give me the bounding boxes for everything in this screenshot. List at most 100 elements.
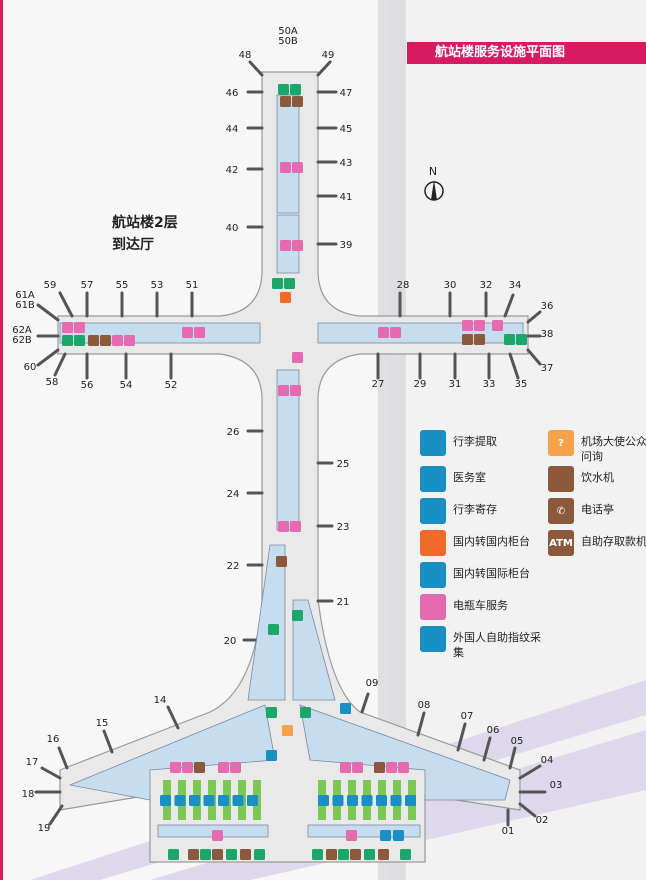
- baggage-claim-icon: [268, 624, 279, 635]
- restroom-icon: [398, 762, 409, 773]
- gate-label: 46: [226, 88, 239, 99]
- telephone-icon: [378, 849, 389, 860]
- legend-item: 国内转国内柜台: [420, 530, 543, 556]
- gate-label: 50A: [278, 26, 298, 37]
- gate-label: 33: [483, 379, 496, 390]
- gate-label: 36: [541, 301, 554, 312]
- jet-bridge: [526, 348, 542, 366]
- restroom-icon: [390, 327, 401, 338]
- gate-label: 45: [340, 124, 353, 135]
- legend-item: 国内转国际柜台: [420, 562, 543, 588]
- medical-room-icon: [420, 466, 446, 492]
- compass-north-label: N: [429, 165, 437, 178]
- restroom-icon: [474, 320, 485, 331]
- jet-bridge: [248, 60, 264, 77]
- gate-label: 44: [226, 124, 239, 135]
- gate-label: 26: [227, 427, 240, 438]
- gate-label: 53: [151, 280, 164, 291]
- restroom-icon: [280, 162, 291, 173]
- gate-label: 39: [340, 240, 353, 251]
- gate-label: 19: [38, 823, 51, 834]
- floor-level: 航站楼2层: [112, 215, 178, 231]
- gate-label: 22: [227, 561, 240, 572]
- gate-label: 34: [509, 280, 522, 291]
- legend-label: 机场大使公众问询: [581, 435, 646, 463]
- gate-label: 27: [372, 379, 385, 390]
- baggage-claim-icon: [332, 795, 344, 806]
- gate-label: 05: [511, 736, 524, 747]
- baggage-claim-icon: [247, 795, 258, 806]
- legend-label: 电话亭: [581, 503, 614, 516]
- telephone-icon: [188, 849, 199, 860]
- jet-bridge: [456, 722, 467, 752]
- exit-icon: [400, 849, 411, 860]
- baggage-claim-icon: [189, 795, 200, 806]
- gate-label: 61A: [15, 290, 35, 301]
- restroom-icon: [290, 385, 301, 396]
- jet-bridge: [526, 310, 542, 324]
- baggage-claim-icon: [278, 84, 289, 95]
- baggage-claim-icon: [62, 335, 73, 346]
- jet-bridge: [518, 764, 542, 780]
- exit-icon: [292, 610, 303, 621]
- exit-icon: [168, 849, 179, 860]
- jet-bridge: [57, 746, 69, 770]
- gate-label: 60: [24, 362, 37, 373]
- legend-item: 行李寄存: [420, 498, 543, 524]
- telephone-icon: [240, 849, 251, 860]
- drinking-water-icon: [292, 96, 303, 107]
- page-title: 航站楼服务设施平面图: [407, 42, 646, 64]
- gate-label: 37: [541, 363, 554, 374]
- gate-label: 21: [337, 597, 350, 608]
- jet-bridge: [102, 729, 114, 754]
- baggage-claim-icon: [200, 849, 211, 860]
- gate-label: 42: [226, 165, 239, 176]
- facility-icons: [62, 84, 527, 860]
- floor-label: 航站楼2层 到达厅: [112, 212, 178, 256]
- restroom-icon: [124, 335, 135, 346]
- jet-bridge: [166, 705, 180, 730]
- restroom-icon: [194, 327, 205, 338]
- restroom-icon: [112, 335, 123, 346]
- legend-label: 饮水机: [581, 471, 614, 484]
- legend-label: 国内转国内柜台: [453, 535, 530, 548]
- legend-item: 饮水机: [548, 466, 646, 492]
- baggage-claim-icon: [364, 849, 375, 860]
- baggage-claim-icon: [272, 278, 283, 289]
- legend-label: 外国人自助指纹采集: [453, 631, 541, 659]
- gate-label: 38: [541, 329, 554, 340]
- restroom-icon: [212, 830, 223, 841]
- gate-label: 41: [340, 192, 353, 203]
- baggage-claim-icon: [203, 795, 215, 806]
- gate-label: 55: [116, 280, 129, 291]
- gate-label: 56: [81, 380, 94, 391]
- gate-label: 62A: [12, 325, 32, 336]
- gate-label: 15: [96, 718, 109, 729]
- legend-item: 外国人自助指纹采集: [420, 626, 543, 660]
- gate-label: 30: [444, 280, 457, 291]
- legend-item: ✆电话亭: [548, 498, 646, 524]
- restroom-icon: [292, 240, 303, 251]
- gate-label: 43: [340, 158, 353, 169]
- domestic-transfer-icon: [280, 292, 291, 303]
- gate-label: 61B: [15, 300, 35, 311]
- telephone-icon: [326, 849, 337, 860]
- concourse-areas: [59, 94, 524, 838]
- gate-label: 40: [226, 223, 239, 234]
- restroom-icon: [346, 830, 357, 841]
- floor-hall: 到达厅: [112, 237, 154, 253]
- restroom-icon: [74, 322, 85, 333]
- gate-label: 48: [239, 50, 252, 61]
- restroom-icon: [62, 322, 73, 333]
- gate-label: 59: [44, 280, 57, 291]
- restroom-icon: [230, 762, 241, 773]
- baggage-claim-icon: [405, 795, 416, 806]
- jet-bridge: [416, 711, 426, 737]
- restroom-icon: [170, 762, 181, 773]
- exit-icon: [312, 849, 323, 860]
- jet-bridges: [34, 60, 547, 827]
- gate-label: 58: [46, 377, 59, 388]
